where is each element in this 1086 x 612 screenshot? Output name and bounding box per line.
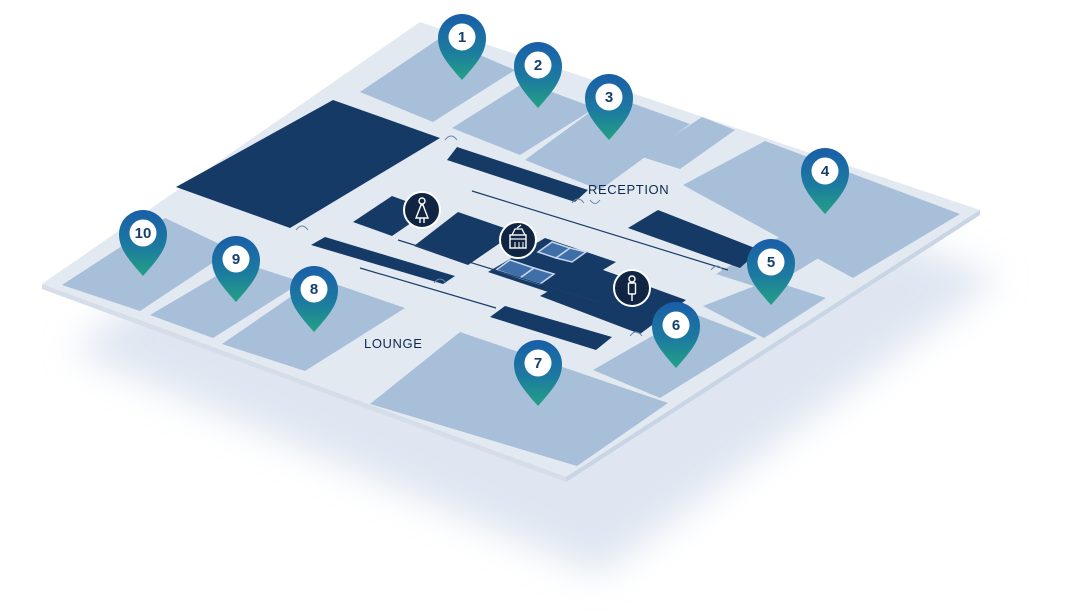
room-2 [452, 82, 595, 155]
pin-6[interactable]: 6 [652, 302, 700, 368]
lounge-label: LOUNGE [364, 336, 423, 351]
pin-5[interactable]: 5 [747, 239, 795, 305]
pin-5-number: 5 [767, 254, 775, 271]
mens-restroom-icon[interactable] [613, 269, 651, 307]
door-markers [295, 135, 724, 337]
floor-slab-edge-right [566, 210, 980, 482]
reception-label: RECEPTION [588, 182, 669, 197]
pin-3[interactable]: 3 [585, 74, 633, 140]
room-5b [703, 280, 826, 338]
womens-restroom-icon[interactable] [403, 191, 441, 229]
room-3 [525, 96, 690, 190]
pin-4-number: 4 [821, 163, 830, 180]
shop-icon[interactable] [499, 221, 537, 259]
pin-8[interactable]: 8 [290, 266, 338, 332]
room-9 [150, 262, 302, 338]
pin-1-number: 1 [458, 29, 466, 46]
pin-3-number: 3 [605, 89, 613, 106]
pin-2-number: 2 [534, 57, 542, 74]
block-center-left [414, 212, 516, 265]
pin-10-number: 10 [135, 225, 152, 242]
block-right [628, 210, 760, 268]
corridor-lines [359, 190, 729, 309]
block-bottom-right [490, 306, 612, 350]
inner-blocks [176, 100, 760, 350]
pin-2[interactable]: 2 [514, 42, 562, 108]
pin-9-number: 9 [232, 251, 240, 268]
pin-7[interactable]: 7 [514, 340, 562, 406]
pin-4[interactable]: 4 [801, 148, 849, 214]
block-center-right [540, 266, 686, 334]
block-reception-desk [447, 147, 588, 202]
pin-8-number: 8 [310, 281, 318, 298]
block-main-hall [176, 100, 440, 228]
pin-6-number: 6 [672, 317, 680, 334]
pin-9[interactable]: 9 [212, 236, 260, 302]
location-pins: 1 2 3 4 5 6 7 [119, 14, 849, 406]
floor-slab-edge [42, 284, 566, 482]
block-bottom-left [311, 237, 455, 284]
pin-1[interactable]: 1 [438, 14, 486, 80]
room-7 [370, 332, 668, 466]
pin-10[interactable]: 10 [119, 210, 167, 276]
room-3b [642, 117, 735, 169]
pin-7-number: 7 [534, 355, 542, 372]
